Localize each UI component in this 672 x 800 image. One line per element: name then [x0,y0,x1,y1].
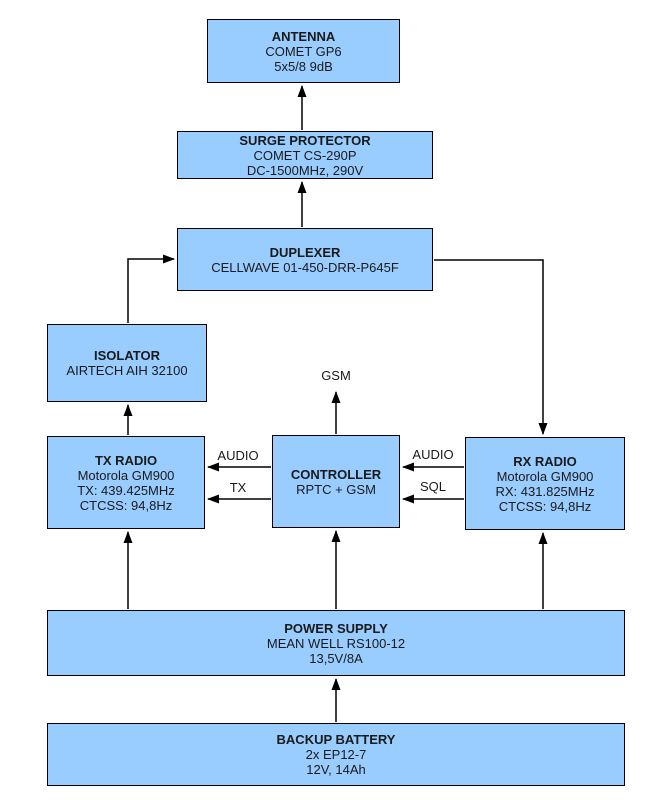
rx-radio-ctcss: CTCSS: 94,8Hz [498,498,592,514]
backup-battery-title: BACKUP BATTERY [276,732,396,747]
tx-label: TX [229,480,247,495]
audio-right-label: AUDIO [412,447,454,462]
controller-model: RPTC + GSM [296,481,376,497]
sql-label: SQL [419,479,446,494]
tx-radio-node: TX RADIO Motorola GM900 TX: 439.425MHz C… [47,436,205,529]
rx-radio-frequency: RX: 431.825MHz [495,483,595,499]
surge-protector-spec: DC-1500MHz, 290V [246,162,364,178]
power-supply-node: POWER SUPPLY MEAN WELL RS100-12 13,5V/8A [47,610,625,676]
antenna-title: ANTENNA [271,28,336,44]
tx-radio-model: Motorola GM900 [77,467,175,483]
isolator-title: ISOLATOR [94,348,160,363]
antenna-node: ANTENNA COMET GP6 5x5/8 9dB [207,19,400,83]
duplexer-title: DUPLEXER [269,244,341,260]
power-supply-title: POWER SUPPLY [284,620,388,636]
gsm-label: GSM [321,368,351,383]
surge-protector-title: SURGE PROTECTOR [239,132,371,148]
rx-radio-title: RX RADIO [513,453,577,469]
connector-isolator-to-duplexer [127,254,175,323]
power-supply-spec: 13,5V/8A [309,650,363,666]
tx-radio-title: TX RADIO [94,452,158,468]
isolator-model: AIRTECH AIH 32100 [66,363,188,378]
controller-title: CONTROLLER [290,466,382,482]
duplexer-model: CELLWAVE 01-450-DRR-P645F [211,259,399,275]
antenna-model: COMET GP6 [265,43,342,59]
isolator-node: ISOLATOR AIRTECH AIH 32100 [47,324,207,402]
audio-left-label: AUDIO [217,448,259,463]
power-supply-model: MEAN WELL RS100-12 [266,635,406,651]
tx-radio-ctcss: CTCSS: 94,8Hz [79,497,173,513]
connector-duplexer-to-rxradio [434,259,548,435]
backup-battery-model: 2x EP12-7 [305,747,367,762]
backup-battery-node: BACKUP BATTERY 2x EP12-7 12V, 14Ah [47,723,625,786]
controller-node: CONTROLLER RPTC + GSM [272,435,400,528]
antenna-spec: 5x5/8 9dB [274,58,333,74]
backup-battery-spec: 12V, 14Ah [306,762,366,777]
tx-radio-frequency: TX: 439.425MHz [77,482,175,498]
duplexer-node: DUPLEXER CELLWAVE 01-450-DRR-P645F [177,228,433,291]
surge-protector-model: COMET CS-290P [253,147,357,163]
rx-radio-node: RX RADIO Motorola GM900 RX: 431.825MHz C… [465,437,625,530]
rx-radio-model: Motorola GM900 [496,468,594,484]
surge-protector-node: SURGE PROTECTOR COMET CS-290P DC-1500MHz… [177,131,433,179]
